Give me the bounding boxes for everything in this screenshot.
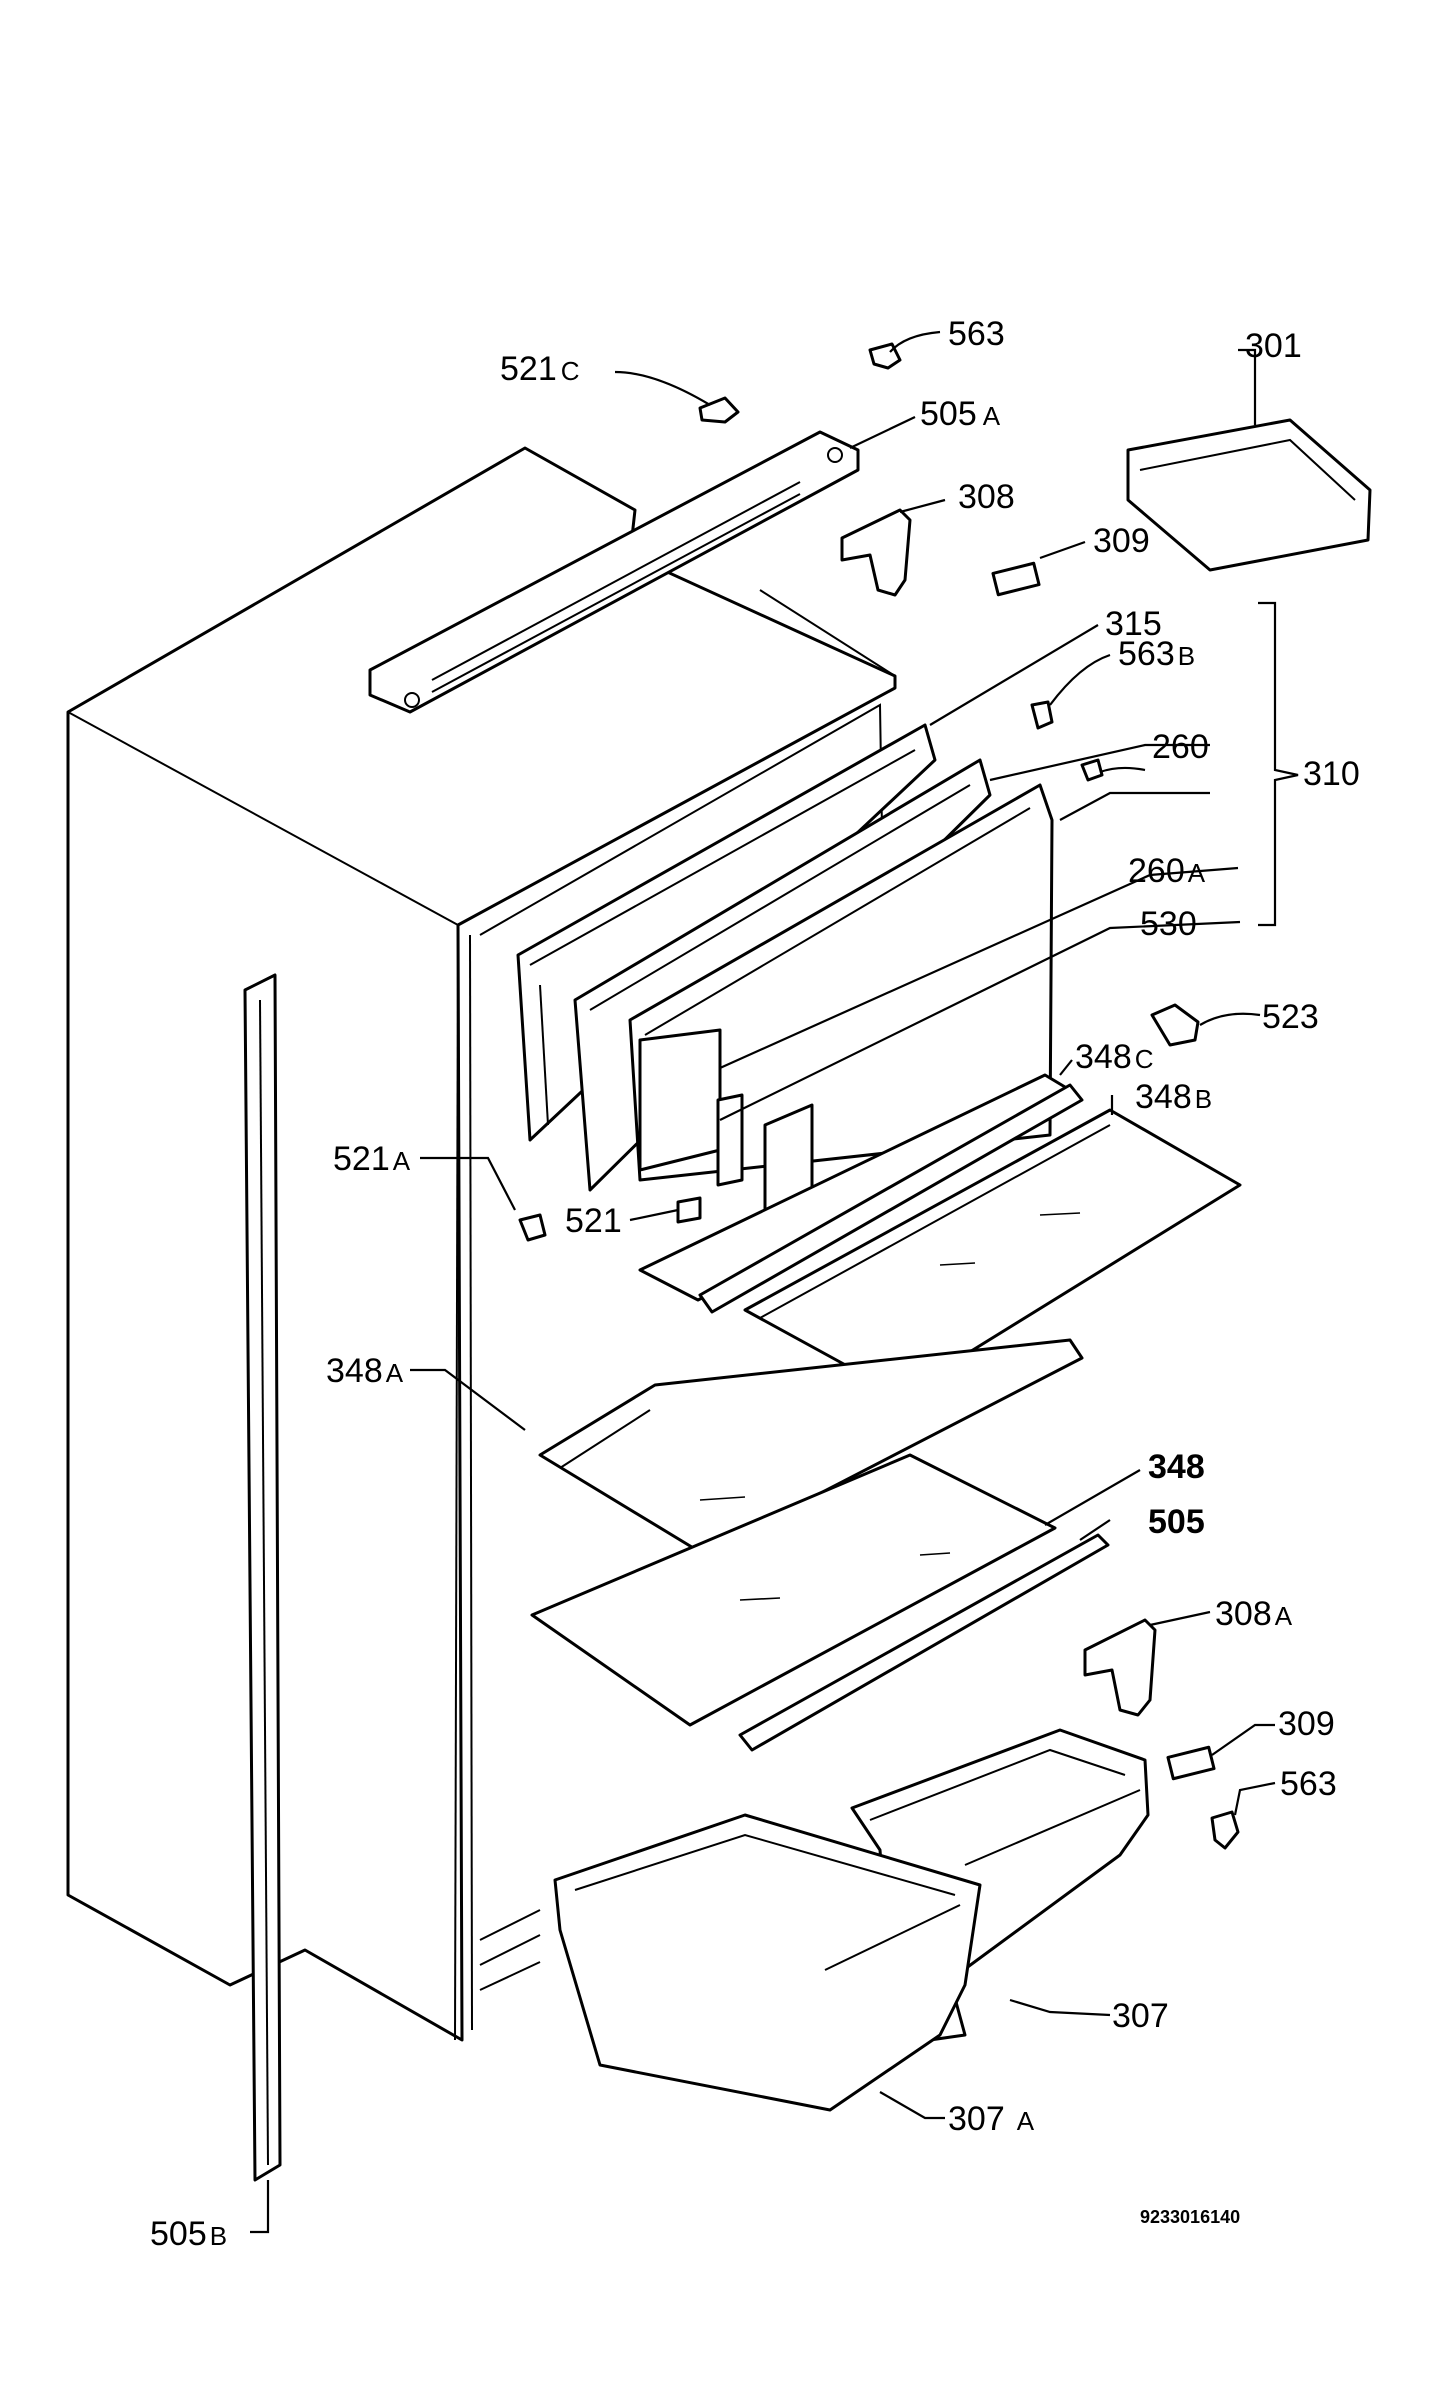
label-309-top: 309 [1093, 522, 1150, 560]
label-308a: 308 [1215, 1595, 1272, 1633]
bracket-310 [1258, 601, 1299, 927]
label-563-bottom: 563 [1280, 1765, 1337, 1803]
label-523: 523 [1262, 998, 1319, 1036]
label-260a: 260 [1128, 852, 1185, 890]
ice-tray-301 [1126, 418, 1372, 572]
svg-text:308: 308 [958, 478, 1015, 516]
label-505a: 505 [920, 395, 977, 433]
glass-plate-348 [530, 1453, 1057, 1727]
label-521: 521 [565, 1202, 622, 1240]
svg-text:309: 309 [1093, 522, 1150, 560]
shelf-348c [638, 1073, 1084, 1314]
label-505b: 505 [150, 2215, 207, 2253]
label-505: 505 [1148, 1503, 1205, 1541]
clip-260 [1080, 758, 1104, 782]
hinge-308 [840, 508, 912, 597]
door-gasket-frames [516, 723, 1054, 1224]
label-348b: 348 [1135, 1078, 1192, 1116]
label-563b: 563 [1118, 635, 1175, 673]
label-309-top [991, 561, 1041, 597]
label-307a: 307 [948, 2100, 1005, 2138]
lamp-523 [1150, 1003, 1200, 1047]
leader-lines [250, 330, 1276, 2234]
label-348a: 348 [326, 1352, 383, 1390]
shelf-348b [743, 1108, 1242, 1397]
label-348c: 348 [1075, 1038, 1132, 1076]
svg-text:523: 523 [1262, 998, 1319, 1036]
svg-text:301: 301 [1245, 327, 1302, 365]
label-308: 308 [958, 478, 1015, 516]
svg-text:309: 309 [1278, 1705, 1335, 1743]
svg-text:563: 563 [1280, 1765, 1337, 1803]
label-310: 310 [1303, 755, 1360, 793]
svg-text:307: 307 [1112, 1997, 1169, 2035]
lower-hardware [1083, 1618, 1240, 1850]
svg-text:310: 310 [1303, 755, 1360, 793]
hinge-308a [1083, 1618, 1157, 1717]
label-563-top: 563 [948, 315, 1005, 353]
svg-text:530: 530 [1140, 905, 1197, 943]
screw-563b [1030, 700, 1054, 730]
hinge-cap-521c [698, 396, 740, 424]
svg-text:348: 348 [1148, 1448, 1205, 1486]
label-348: 348 [1148, 1448, 1205, 1486]
label-521a: 521 [333, 1140, 390, 1178]
svg-text:563: 563 [948, 315, 1005, 353]
plug-521a [518, 1213, 547, 1242]
label-301: 301 [1245, 327, 1302, 365]
document-number: 9233016140 [1140, 2207, 1240, 2227]
svg-text:260: 260 [1152, 728, 1209, 766]
small-hardware-parts [518, 342, 1372, 1242]
label-521c: 521 [500, 350, 557, 388]
top-trim-bar [368, 430, 860, 714]
trim-505 [738, 1533, 1110, 1752]
screw-563-bottom [1210, 1810, 1240, 1850]
label-309-bottom [1166, 1745, 1216, 1781]
label-260: 260 [1152, 728, 1209, 766]
side-trim-505b [243, 973, 282, 2182]
svg-text:505: 505 [1148, 1503, 1205, 1541]
label-309-bottom: 309 [1278, 1705, 1335, 1743]
svg-text:521: 521 [565, 1202, 622, 1240]
label-530: 530 [1140, 905, 1197, 943]
door-bin-307a [553, 1813, 982, 2112]
svg-text:315: 315 [1105, 605, 1162, 643]
label-307: 307 [1112, 1997, 1169, 2035]
label-315: 315 [1105, 605, 1162, 643]
